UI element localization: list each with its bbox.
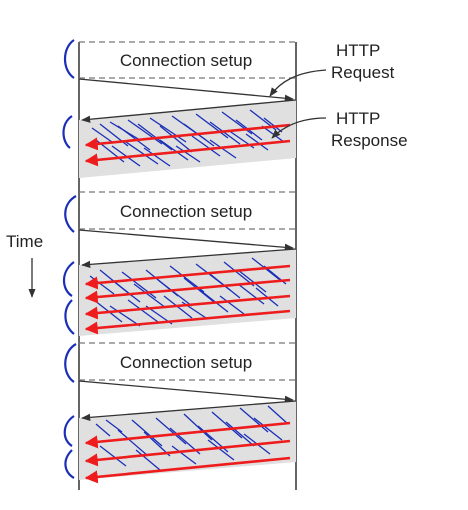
connection-setup-block-1: Connection setup [79,41,296,79]
bracket-3 [64,343,77,383]
bracket-3b [63,415,75,447]
bracket-1b [62,115,73,149]
connection-setup-label-1: Connection setup [120,51,252,70]
response-arrow-2 [81,248,297,269]
request-arrow-1 [78,78,294,102]
http-request-label-line1: HTTP [336,41,380,60]
blue-marks-1 [91,109,285,167]
bracket-2b [62,261,75,297]
http-response-annotation: HTTP Response [271,109,408,150]
bracket-2c [64,299,75,335]
bracket-2 [64,195,77,233]
http-response-pointer [271,117,327,139]
http-request-label-line2: Request [331,63,395,82]
request-arrow-3 [78,380,294,403]
bracket-3c [64,449,75,479]
response-arrow-1 [81,99,297,123]
http-response-label-line2: Response [331,131,408,150]
bracket-1 [63,39,75,79]
request-arrow-2 [78,229,294,251]
response-arrow-3 [81,400,297,421]
red-arrows-2 [84,264,291,335]
red-arrows-3 [84,421,291,484]
connection-setup-block-3: Connection setup [79,342,296,381]
http-response-label-line1: HTTP [336,109,380,128]
red-arrows-1 [84,123,291,167]
time-axis: Time [6,232,43,298]
http-request-annotation: HTTP Request [269,41,395,97]
connection-setup-block-2: Connection setup [79,191,296,230]
http-request-pointer [269,69,327,97]
connection-setup-label-2: Connection setup [120,202,252,221]
connection-setup-label-3: Connection setup [120,353,252,372]
response-shade-1 [79,100,296,178]
time-label: Time [6,232,43,251]
